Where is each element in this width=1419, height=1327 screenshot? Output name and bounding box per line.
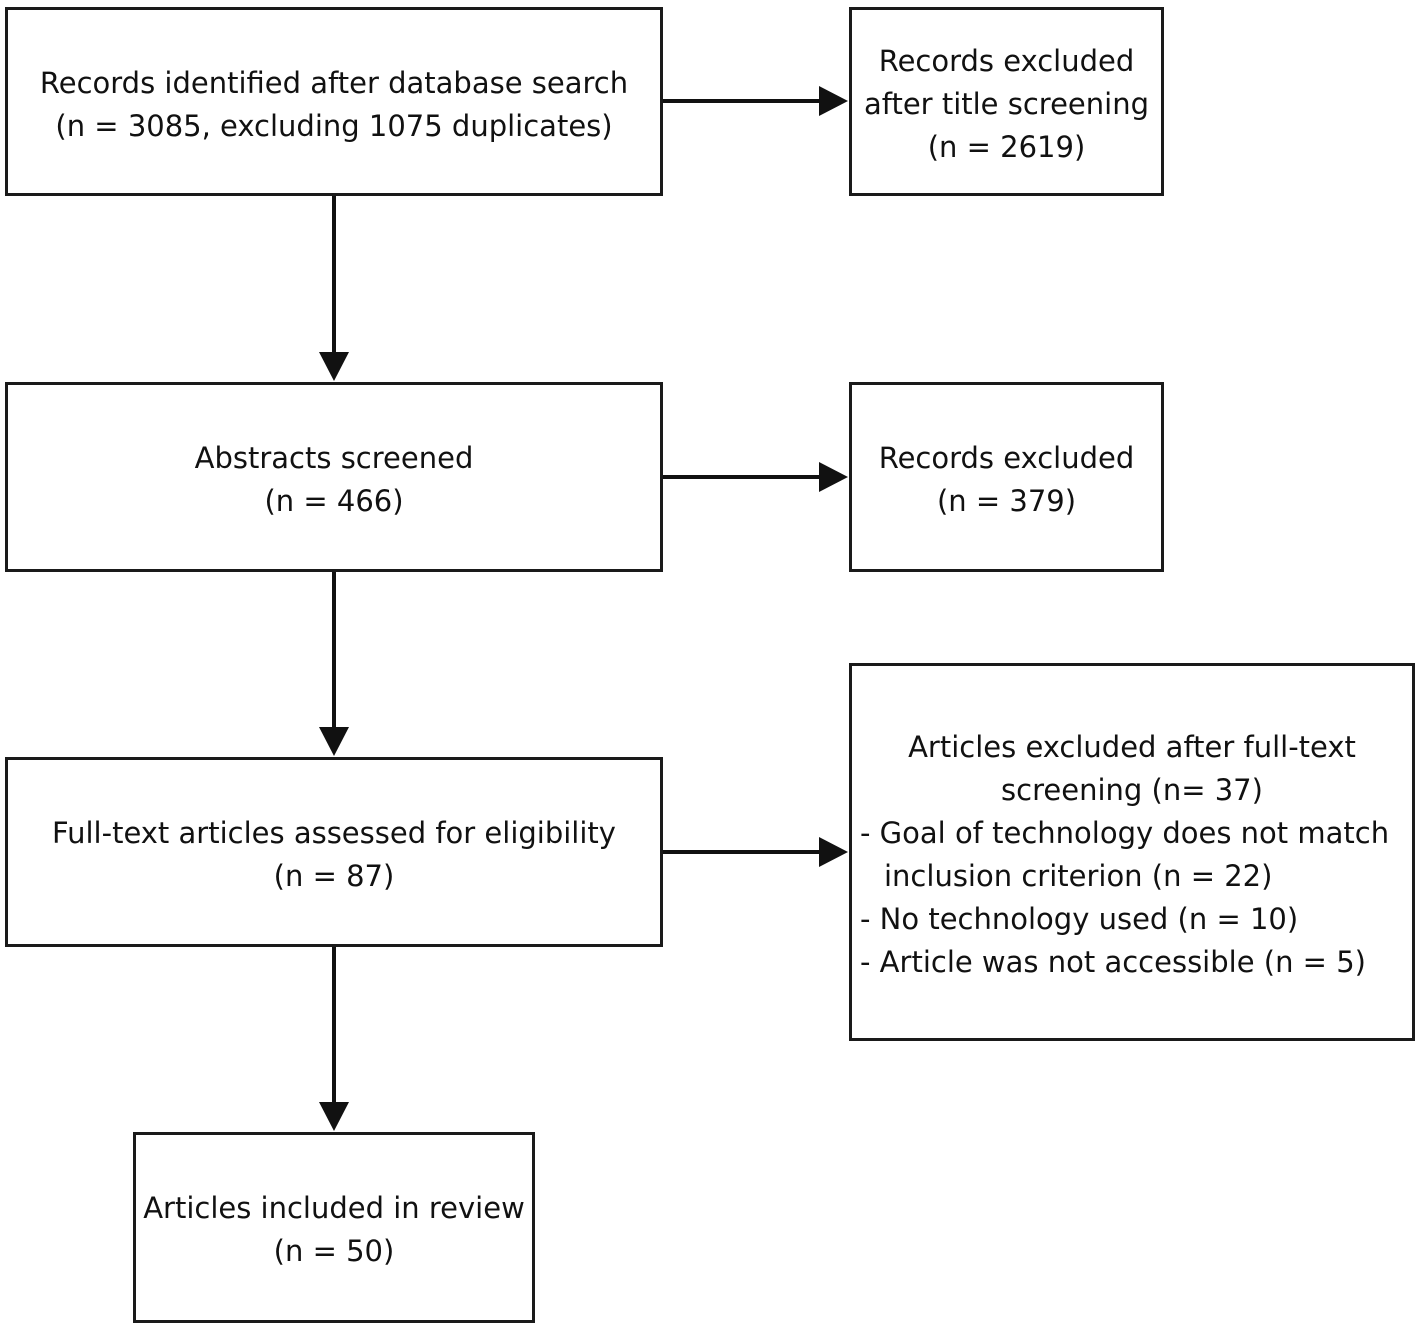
arrowhead-right [819,86,848,116]
node-text-line: (n = 466) [264,484,404,518]
node-header-line: Articles excluded after full-text [908,730,1356,764]
node-records-excluded: Records excluded (n = 379) [849,382,1164,572]
node-text-line: (n = 3085, excluding 1075 duplicates) [55,109,613,143]
node-text-line: Articles included in review [143,1191,525,1225]
arrowhead-right [819,837,848,867]
arrowhead-down [319,1102,349,1131]
node-articles-excluded-fulltext: Articles excluded after full-text screen… [849,663,1415,1041]
arrowhead-right [819,462,848,492]
node-text-line: Abstracts screened [194,441,474,475]
node-text-line: (n = 87) [273,859,395,893]
node-header-line: screening (n= 37) [1001,773,1263,807]
node-fulltext-assessed: Full-text articles assessed for eligibil… [5,757,663,947]
node-articles-included: Articles included in review (n = 50) [133,1132,535,1323]
node-text-line: Records excluded [878,441,1135,475]
node-excluded-title-screening: Records excluded after title screening (… [849,7,1164,196]
exclusion-reason: - Goal of technology does not match [860,816,1390,850]
node-text-line: Records identified after database search [39,66,629,100]
arrowhead-down [319,727,349,756]
node-text-line: (n = 50) [273,1234,395,1268]
exclusion-reason-continued: inclusion criterion (n = 22) [884,859,1273,893]
node-records-identified: Records identified after database search… [5,7,663,196]
node-text-line: after title screening [864,87,1149,121]
node-text-line: (n = 2619) [927,130,1086,164]
node-text-line: Records excluded [878,44,1135,78]
node-abstracts-screened: Abstracts screened (n = 466) [5,382,663,572]
exclusion-reason: - No technology used (n = 10) [860,902,1299,936]
node-text-line: Full-text articles assessed for eligibil… [52,816,616,850]
node-text-line: (n = 379) [936,484,1077,518]
exclusion-reasons-list: - Goal of technology does not match incl… [860,812,1389,984]
arrowhead-down [319,352,349,381]
exclusion-reason: - Article was not accessible (n = 5) [860,945,1366,979]
